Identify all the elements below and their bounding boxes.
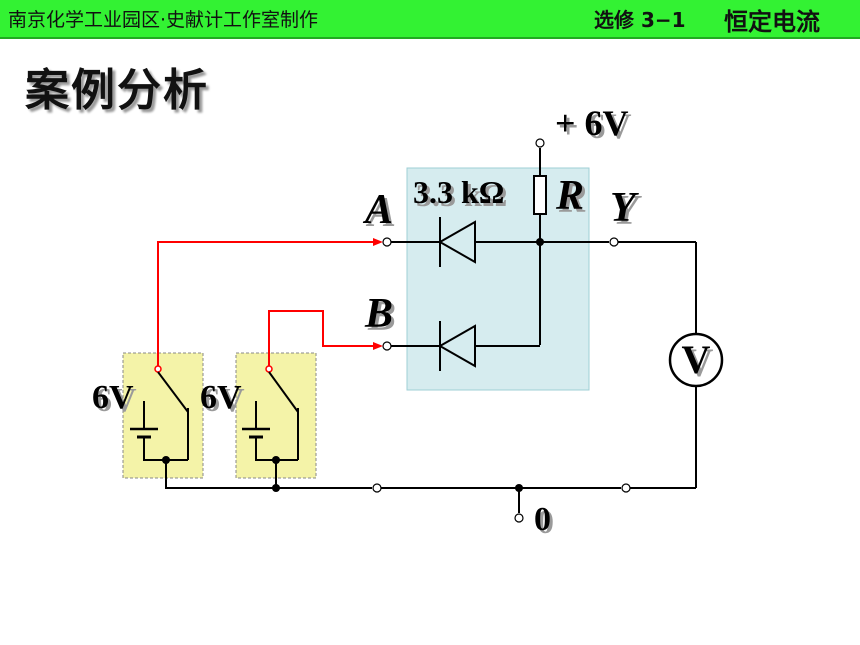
header-course: 选修 3−1 (594, 8, 686, 32)
input-b-terminal (382, 341, 392, 351)
supply-label-shadow: + 6V (558, 106, 632, 146)
header-topic: 恒定电流 (724, 8, 820, 36)
switch-a-node-dot (162, 456, 170, 464)
ground-label-shadow: 0 (537, 504, 554, 541)
supply-terminal (535, 138, 545, 148)
output-y-label-shadow: Y (613, 188, 642, 234)
resistor-value-shadow: 3.3 kΩ (416, 177, 507, 213)
resistor-label-shadow: R (558, 176, 587, 222)
switch-a-blade (157, 371, 189, 413)
switch-a-contact (154, 365, 162, 373)
battery-2-label: 6V (200, 379, 242, 416)
battery-b-lead-bottom (255, 437, 298, 461)
input-b-arrow (373, 342, 383, 350)
voltmeter-label: V (682, 337, 711, 382)
output-y-terminal (609, 237, 619, 247)
input-a-wire (157, 241, 377, 367)
input-a-terminal (382, 237, 392, 247)
input-a-label-shadow: A (365, 190, 396, 236)
slide-title: 案例分析 (25, 65, 209, 116)
resistor-r (533, 175, 547, 215)
supply-label: + 6V (555, 103, 629, 143)
diode-gate-box (406, 167, 590, 391)
switch-box-a (122, 352, 204, 479)
resistor-label: R (555, 173, 584, 219)
input-a-arrow (373, 238, 383, 246)
header-bar: 南京化学工业园区·史献计工作室制作 选修 3−1 恒定电流 (0, 0, 860, 39)
ground-label: 0 (534, 501, 551, 538)
input-a-label: A (362, 187, 393, 233)
input-b-label: B (364, 291, 393, 337)
switch-b-node-dot (272, 456, 280, 464)
header-credit: 南京化学工业园区·史献计工作室制作 (8, 9, 319, 31)
battery-a-lead-bottom (143, 437, 188, 461)
battery-1-label-shadow: 6V (95, 382, 137, 419)
ground-terminal (514, 513, 524, 523)
ground-terminal-2 (621, 483, 631, 493)
ground-bus-left (165, 460, 372, 489)
resistor-value: 3.3 kΩ (413, 174, 504, 210)
battery-1-label: 6V (92, 379, 134, 416)
ground-terminal-1 (372, 483, 382, 493)
switch-b-blade (268, 371, 299, 413)
voltmeter-label-shadow: V (685, 340, 714, 385)
input-b-wire (268, 310, 377, 367)
battery-2-label-shadow: 6V (203, 382, 245, 419)
output-y-label: Y (610, 185, 639, 231)
input-b-label-shadow: B (367, 294, 396, 340)
switch-b-contact (265, 365, 273, 373)
